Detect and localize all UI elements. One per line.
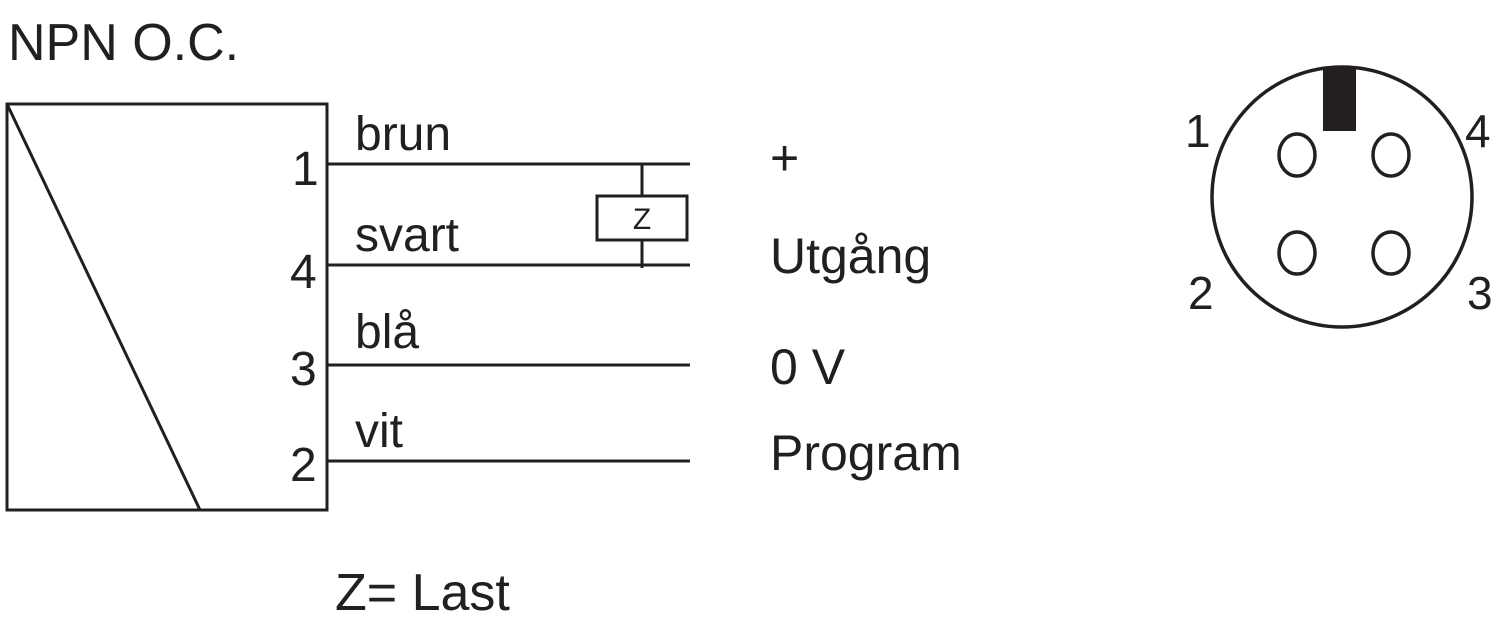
wire-color-brun: brun (355, 108, 451, 161)
connector-socket-2 (1277, 230, 1317, 276)
load-label: Z (633, 203, 651, 236)
load-legend: Z= Last (335, 564, 510, 622)
signal-label-0v: 0 V (770, 339, 846, 395)
connector-pin-label-4: 4 (1465, 105, 1491, 157)
signal-label-output: Utgång (770, 228, 931, 284)
connector-socket-4 (1371, 132, 1411, 178)
connector-key-notch (1323, 67, 1356, 131)
pin-number-4: 4 (290, 246, 317, 299)
diagram-title: NPN O.C. (8, 14, 239, 72)
pin-number-1: 1 (292, 143, 319, 196)
pin-number-2: 2 (290, 439, 317, 492)
pin-number-3: 3 (290, 343, 317, 396)
sensor-body (5, 102, 329, 512)
connector-face: 1 4 2 3 (1185, 65, 1493, 329)
connector-socket-3 (1371, 230, 1411, 276)
connector-pin-label-3: 3 (1467, 267, 1493, 319)
connector-pin-label-2: 2 (1188, 267, 1214, 319)
wire-color-bla: blå (355, 306, 419, 359)
wire-color-vit: vit (355, 405, 403, 458)
signal-label-plus: + (770, 130, 799, 186)
sensor-diagonal (5, 103, 202, 511)
connector-socket-1 (1277, 132, 1317, 178)
wire-color-svart: svart (355, 209, 459, 262)
connector-pin-label-1: 1 (1185, 105, 1211, 157)
signal-label-program: Program (770, 425, 962, 481)
